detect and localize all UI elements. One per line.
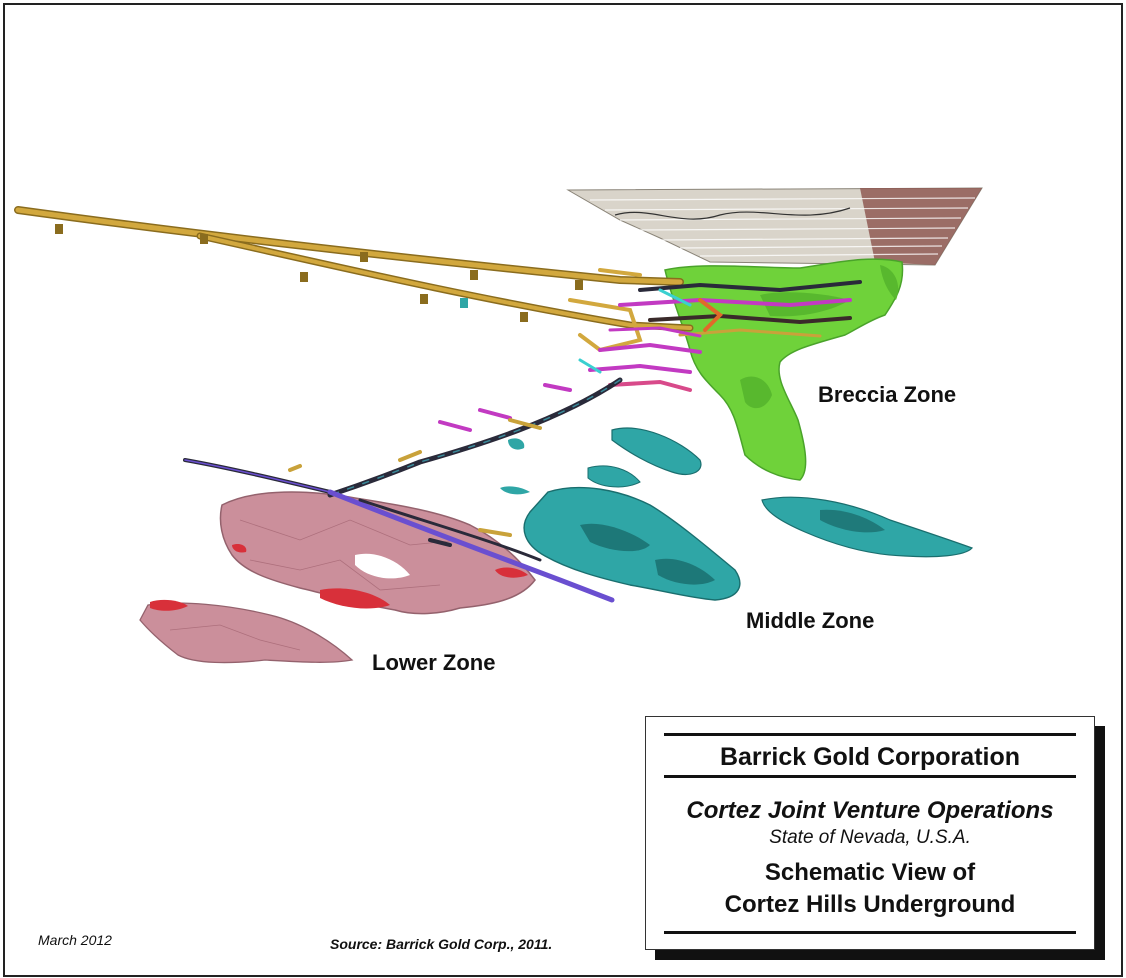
source-credit: Source: Barrick Gold Corp., 2011.	[330, 936, 553, 952]
title-rule-middle	[664, 775, 1076, 778]
figure-title-line2: Cortez Hills Underground	[724, 891, 1016, 918]
breccia-zone-label: Breccia Zone	[818, 382, 957, 407]
breccia-zone-body	[664, 258, 904, 481]
ramp-system	[183, 377, 623, 603]
location-text: State of Nevada, U.S.A.	[769, 827, 971, 848]
middle-zone-label: Middle Zone	[746, 608, 875, 633]
operations-name: Cortez Joint Venture Operations	[686, 797, 1054, 824]
title-block: Barrick Gold Corporation Cortez Joint Ve…	[645, 716, 1095, 950]
date-label: March 2012	[38, 932, 112, 948]
upper-workings	[578, 280, 862, 392]
open-pit	[566, 187, 983, 266]
title-rule-top	[664, 733, 1076, 736]
figure-title-line1: Schematic View of	[764, 859, 976, 886]
title-rule-bottom	[664, 931, 1076, 934]
lower-zone-label: Lower Zone	[372, 650, 496, 675]
tunnel-markers	[55, 224, 583, 322]
decline-tunnels	[14, 206, 694, 353]
lower-zone-body	[139, 491, 536, 664]
company-name: Barrick Gold Corporation	[719, 743, 1021, 771]
middle-zone-body	[500, 427, 974, 601]
